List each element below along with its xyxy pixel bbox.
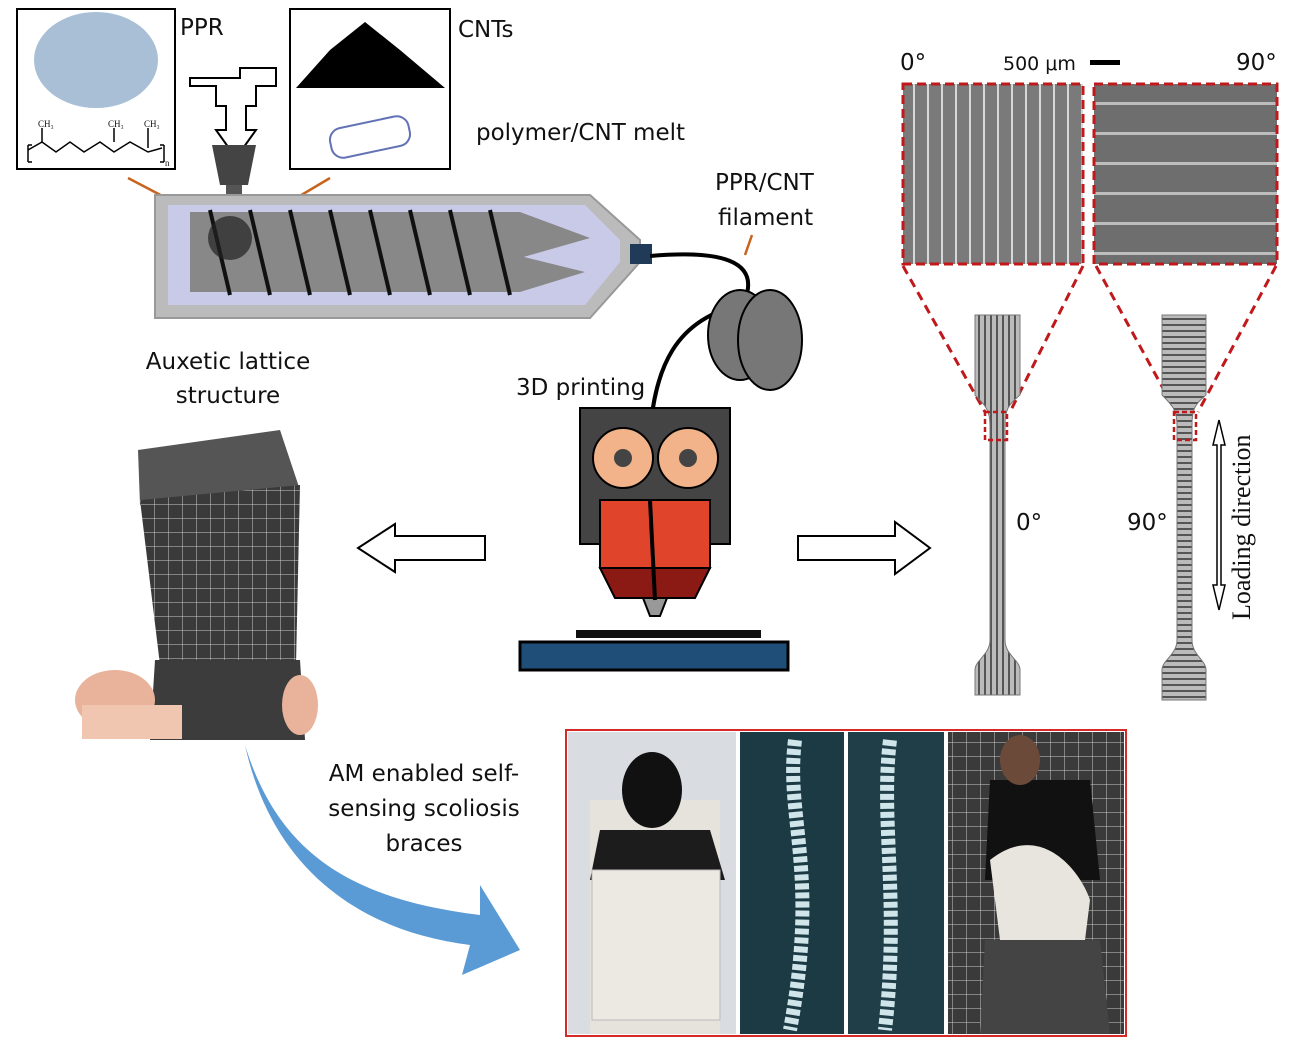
sem-image-90deg	[1092, 82, 1279, 266]
specimen-90-label: 90°	[1127, 510, 1168, 536]
cnt-powder-image	[296, 22, 445, 88]
specimen-90deg	[1161, 314, 1207, 701]
auxetic-lattice-photo	[75, 430, 318, 740]
ppr-pellets-image	[34, 12, 158, 108]
braces-label: braces	[386, 831, 463, 857]
specimen-0deg	[974, 314, 1021, 696]
ppr-panel: CH₃ CH₃ CH₃ n	[16, 8, 176, 170]
nanotube-icon	[328, 115, 412, 159]
methyl-label: CH₃	[108, 119, 124, 129]
angle-90-label: 90°	[1236, 50, 1277, 76]
hopper-icon	[212, 145, 256, 185]
filament-pointer-icon	[743, 234, 754, 256]
arrow-left-icon	[356, 522, 486, 574]
photo-patient-wearing-brace	[948, 732, 1124, 1034]
repeat-n-label: n	[165, 158, 170, 168]
melt-label: polymer/CNT melt	[476, 120, 685, 146]
curved-arrow-icon	[245, 745, 520, 975]
braces-label: sensing scoliosis	[328, 796, 519, 822]
scale-bar	[1090, 60, 1120, 65]
angle-0-label: 0°	[900, 50, 926, 76]
methyl-label: CH₃	[144, 119, 160, 129]
3d-printer-icon	[518, 407, 790, 672]
merge-arrow-icon	[189, 67, 277, 160]
loading-direction-label: Loading direction	[1227, 434, 1256, 620]
spool-icon	[707, 289, 803, 391]
xray-after	[848, 732, 944, 1034]
printing-label: 3D printing	[516, 375, 645, 401]
sem-image-0deg	[901, 82, 1085, 266]
methyl-label: CH₃	[38, 119, 54, 129]
braces-label: AM enabled self-	[329, 761, 519, 787]
twin-screw-extruder	[154, 194, 652, 319]
nozzle-outlet	[630, 244, 652, 264]
xray-before	[740, 732, 844, 1034]
scale-bar-label: 500 μm	[1003, 53, 1076, 75]
polypropylene-structure	[27, 128, 165, 163]
photo-patient-back-brace	[568, 732, 736, 1034]
scoliosis-brace-photos	[565, 729, 1127, 1037]
double-arrow-icon	[1212, 419, 1226, 611]
filament-label: filament	[718, 205, 813, 231]
cnt-panel	[289, 8, 451, 170]
zoom-lines	[901, 265, 1278, 413]
filament-label: PPR/CNT	[715, 170, 815, 196]
arrow-right-icon	[797, 520, 932, 576]
specimen-0-label: 0°	[1016, 510, 1042, 536]
auxetic-label: Auxetic lattice	[146, 349, 310, 375]
ppr-label: PPR	[180, 15, 224, 41]
cnts-label: CNTs	[458, 17, 514, 43]
auxetic-label: structure	[176, 383, 280, 409]
